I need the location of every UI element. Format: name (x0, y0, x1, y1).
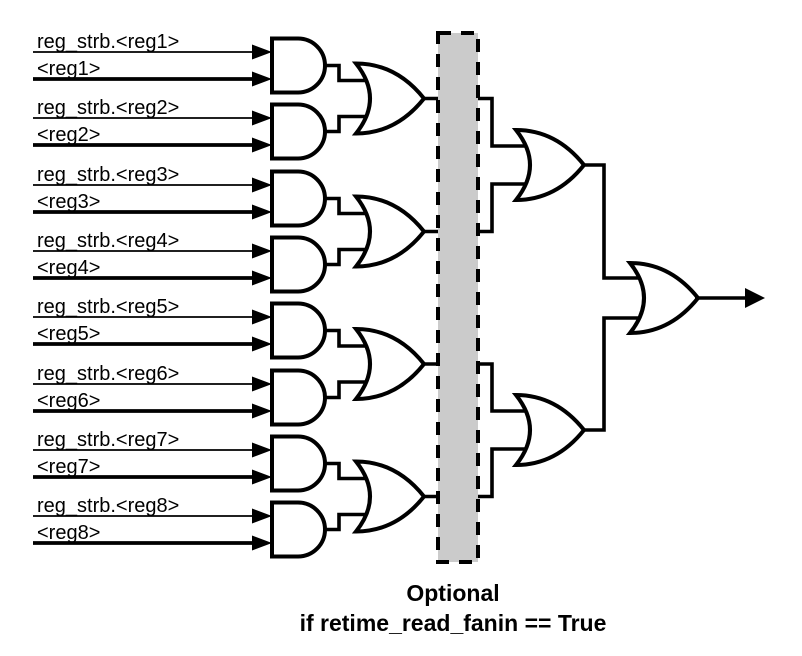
data-arrowhead-icon (252, 535, 272, 551)
strobe-arrowhead-icon (252, 508, 272, 524)
or-gate-stage3-2 (511, 392, 587, 468)
data-arrowhead-icon (252, 204, 272, 220)
strobe-arrowhead-icon (252, 442, 272, 458)
and-gate-3 (270, 169, 327, 228)
wire-or5-to-final (581, 163, 644, 280)
strobe-label: reg_strb.<reg5> (37, 296, 179, 318)
data-arrowhead-icon (252, 469, 272, 485)
data-label: <reg4> (37, 257, 100, 279)
data-label: <reg7> (37, 456, 100, 478)
output-arrowhead-icon (745, 288, 765, 308)
strobe-label: reg_strb.<reg2> (37, 97, 179, 119)
strobe-label: reg_strb.<reg6> (37, 363, 179, 385)
input-row-1: reg_strb.<reg1> <reg1> (33, 31, 272, 87)
strobe-arrowhead-icon (252, 44, 272, 60)
and-gate-8 (270, 500, 327, 559)
wire-and2-to-or1 (322, 114, 372, 134)
stage2-or-gates (351, 61, 427, 534)
strobe-arrowhead-icon (252, 243, 272, 259)
data-label: <reg3> (37, 191, 100, 213)
strobe-label: reg_strb.<reg3> (37, 164, 179, 186)
data-arrowhead-icon (252, 137, 272, 153)
data-arrowhead-icon (252, 336, 272, 352)
caption-line2: if retime_read_fanin == True (300, 610, 607, 636)
strobe-arrowhead-icon (252, 309, 272, 325)
and-gate-4 (270, 235, 327, 294)
or-gate-stage2-3 (351, 326, 427, 402)
input-row-3: reg_strb.<reg3> <reg3> (33, 164, 272, 220)
data-label: <reg1> (37, 58, 100, 80)
strobe-label: reg_strb.<reg4> (37, 230, 179, 252)
caption-line1: Optional (406, 580, 499, 606)
wire-and3-to-or2 (322, 196, 372, 216)
data-label: <reg6> (37, 390, 100, 412)
wire-and4-to-or2 (322, 247, 372, 267)
or-gate-stage2-1 (351, 61, 427, 136)
data-label: <reg8> (37, 522, 100, 544)
wire-or6-to-final (581, 316, 644, 432)
or-gate-stage3-1 (511, 127, 587, 203)
and-gate-2 (270, 102, 327, 161)
or-gate-stage2-4 (351, 459, 427, 534)
input-row-5: reg_strb.<reg5> <reg5> (33, 296, 272, 352)
and-gates (270, 36, 327, 559)
wire-and6-to-or3 (322, 380, 372, 400)
strobe-arrowhead-icon (252, 177, 272, 193)
input-row-4: reg_strb.<reg4> <reg4> (33, 230, 272, 286)
and-gate-7 (270, 434, 327, 493)
wire-and7-to-or4 (322, 461, 372, 481)
strobe-arrowhead-icon (252, 376, 272, 392)
data-arrowhead-icon (252, 270, 272, 286)
data-label: <reg5> (37, 323, 100, 345)
wire-and8-to-or4 (322, 512, 372, 532)
strobe-arrowhead-icon (252, 110, 272, 126)
input-row-6: reg_strb.<reg6> <reg6> (33, 363, 272, 419)
data-arrowhead-icon (252, 71, 272, 87)
input-row-7: reg_strb.<reg7> <reg7> (33, 429, 272, 485)
wire-and5-to-or3 (322, 328, 372, 348)
input-row-2: reg_strb.<reg2> <reg2> (33, 97, 272, 153)
or-gate-stage2-2 (351, 194, 427, 269)
data-label: <reg2> (37, 124, 100, 146)
stage3-to-final-wires (581, 163, 644, 432)
and-gate-6 (270, 368, 327, 427)
and-to-or-wires (322, 63, 372, 532)
data-arrowhead-icon (252, 403, 272, 419)
and-gate-5 (270, 301, 327, 360)
and-gate-1 (270, 36, 327, 95)
wire-and1-to-or1 (322, 63, 372, 83)
strobe-label: reg_strb.<reg1> (37, 31, 179, 53)
optional-retime-region (436, 31, 480, 564)
stage3-or-gates (511, 127, 587, 468)
strobe-label: reg_strb.<reg8> (37, 495, 179, 517)
input-row-8: reg_strb.<reg8> <reg8> (33, 495, 272, 551)
or-gate-final (625, 260, 701, 336)
caption: Optional if retime_read_fanin == True (300, 580, 607, 636)
strobe-label: reg_strb.<reg7> (37, 429, 179, 451)
